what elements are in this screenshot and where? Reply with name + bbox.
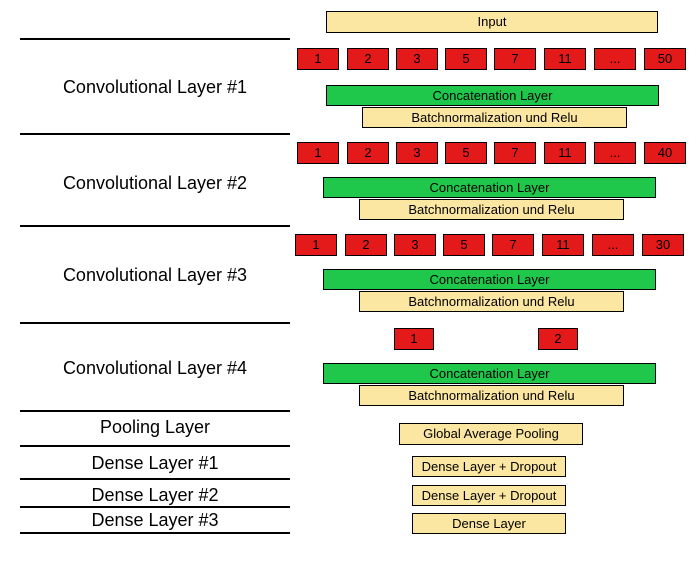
kernel-block: ... xyxy=(594,142,636,164)
separator-line xyxy=(20,133,290,135)
concatenation-block: Concatenation Layer xyxy=(326,85,659,106)
batchnorm-relu-block: Batchnormalization und Relu xyxy=(359,199,624,220)
input-block: Input xyxy=(326,11,658,33)
dense-dropout-block-2: Dense Layer + Dropout xyxy=(412,485,566,506)
kernel-block: 3 xyxy=(396,142,438,164)
kernel-block: 5 xyxy=(443,234,485,256)
dense-layer-1-label: Dense Layer #1 xyxy=(91,453,219,473)
kernel-block: 3 xyxy=(394,234,436,256)
kernel-block: 1 xyxy=(297,48,339,70)
separator-line xyxy=(20,445,290,447)
kernel-block: 2 xyxy=(345,234,387,256)
separator-line xyxy=(20,532,290,534)
dense-layer-2-label: Dense Layer #2 xyxy=(91,485,219,505)
kernel-block: 1 xyxy=(394,328,434,350)
kernel-block: ... xyxy=(594,48,636,70)
kernel-block: 40 xyxy=(644,142,686,164)
batchnorm-relu-block: Batchnormalization und Relu xyxy=(359,385,624,406)
kernel-block: 2 xyxy=(347,48,389,70)
dense-dropout-block-1: Dense Layer + Dropout xyxy=(412,456,566,477)
concatenation-block: Concatenation Layer xyxy=(323,363,656,384)
kernel-block: 5 xyxy=(445,142,487,164)
batchnorm-relu-block: Batchnormalization und Relu xyxy=(359,291,624,312)
separator-line xyxy=(20,506,290,508)
kernel-block: ... xyxy=(592,234,634,256)
kernel-block: 2 xyxy=(347,142,389,164)
kernel-block: 11 xyxy=(544,48,586,70)
kernel-block: 11 xyxy=(544,142,586,164)
batchnorm-relu-block: Batchnormalization und Relu xyxy=(362,107,627,128)
kernel-block: 7 xyxy=(494,48,536,70)
separator-line xyxy=(20,322,290,324)
kernel-block: 1 xyxy=(297,142,339,164)
separator-line xyxy=(20,478,290,480)
separator-line xyxy=(20,38,290,40)
dense-block-3: Dense Layer xyxy=(412,513,566,534)
concatenation-block: Concatenation Layer xyxy=(323,269,656,290)
kernel-block: 11 xyxy=(542,234,584,256)
kernel-block: 30 xyxy=(642,234,684,256)
conv-layer-4-label: Convolutional Layer #4 xyxy=(62,358,248,378)
dense-layer-3-label: Dense Layer #3 xyxy=(91,510,219,530)
kernel-block: 2 xyxy=(538,328,578,350)
kernel-block: 1 xyxy=(295,234,337,256)
separator-line xyxy=(20,225,290,227)
kernel-block: 5 xyxy=(445,48,487,70)
separator-line xyxy=(20,410,290,412)
pooling-layer-label: Pooling Layer xyxy=(99,417,211,437)
conv-layer-1-label: Convolutional Layer #1 xyxy=(62,77,248,97)
kernel-block: 3 xyxy=(396,48,438,70)
kernel-block: 50 xyxy=(644,48,686,70)
concatenation-block: Concatenation Layer xyxy=(323,177,656,198)
kernel-block: 7 xyxy=(494,142,536,164)
kernel-block: 7 xyxy=(492,234,534,256)
conv-layer-3-label: Convolutional Layer #3 xyxy=(62,265,248,285)
global-average-pooling-block: Global Average Pooling xyxy=(399,423,583,445)
conv-layer-2-label: Convolutional Layer #2 xyxy=(62,173,248,193)
